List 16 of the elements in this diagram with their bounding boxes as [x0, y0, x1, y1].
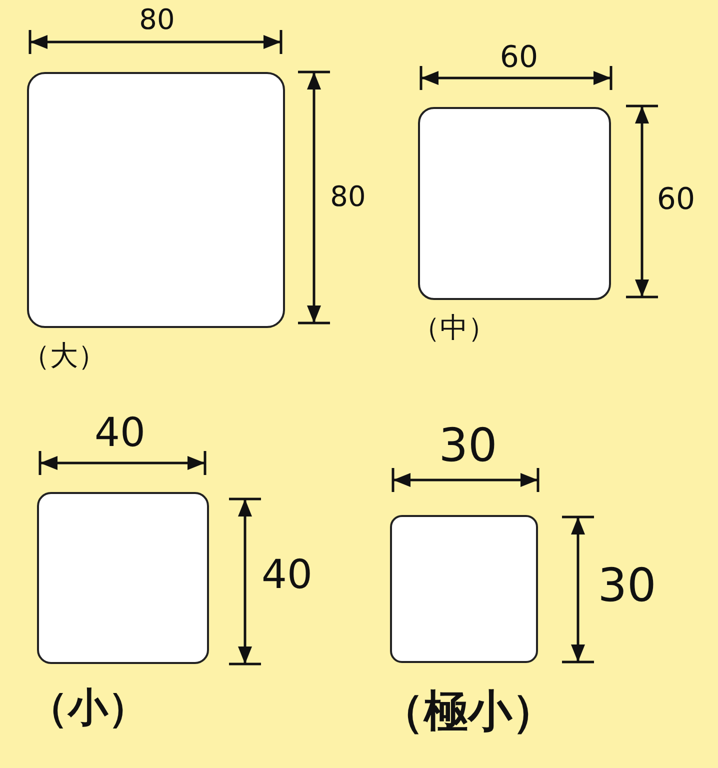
dimension-value: 80: [330, 183, 366, 211]
size-caption: （大）: [22, 342, 106, 370]
dimension-value: 60: [656, 185, 696, 215]
label-sticker-outline: [27, 72, 285, 328]
dimension-value: 30: [438, 422, 498, 468]
label-sticker-outline: [390, 515, 538, 663]
label-sticker-outline: [418, 107, 611, 300]
label-sticker-outline: [37, 492, 209, 664]
dimension-value: 30: [598, 562, 656, 608]
dimension-value: 40: [94, 413, 146, 453]
dimension-value: 40: [262, 555, 312, 595]
dimension-value: 60: [500, 43, 538, 73]
size-caption: （中）: [412, 314, 496, 342]
size-caption: （小）: [28, 688, 148, 728]
dimension-value: 80: [139, 6, 175, 34]
size-caption: （極小）: [380, 690, 556, 734]
